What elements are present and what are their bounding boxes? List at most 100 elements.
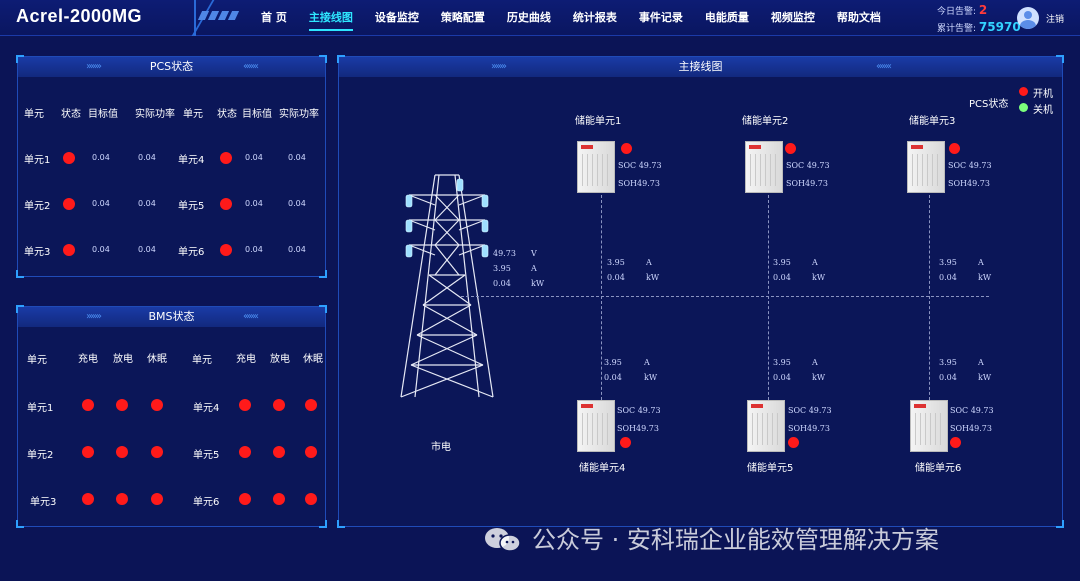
unit-power-unit: kW: [646, 273, 660, 282]
pcs-header-target-2: 目标值: [242, 109, 272, 120]
pcs-header-status: 状态: [61, 109, 81, 120]
bms-row-unit: 单元1: [27, 403, 54, 414]
nav-help[interactable]: 帮助文档: [836, 11, 881, 24]
app-title: Acrel-2000MG: [16, 6, 143, 26]
chevron-right-icon: ›››››››: [86, 311, 102, 322]
grid-current-value: 3.95: [493, 264, 511, 273]
nav-history-curve[interactable]: 历史曲线: [506, 11, 551, 24]
pcs-target-value: 0.04: [245, 153, 263, 162]
storage-unit-name: 储能单元6: [915, 463, 962, 474]
unit-soh: SOH49.73: [617, 424, 659, 433]
nav-video[interactable]: 视频监控: [770, 11, 815, 24]
storage-unit-name: 储能单元3: [909, 116, 956, 127]
bms-discharge-dot: [116, 493, 128, 505]
bms-discharge-dot: [273, 446, 285, 458]
bms-charge-dot: [239, 399, 251, 411]
chevron-left-icon: ‹‹‹‹‹‹‹: [243, 61, 259, 72]
unit-soc: SOC 49.73: [618, 161, 662, 170]
unit-current-value: 3.95: [607, 258, 625, 267]
pcs-header-unit: 单元: [24, 109, 44, 120]
unit-power-unit: kW: [978, 273, 992, 282]
pcs-status-dot: [63, 244, 75, 256]
pcs-header-unit-2: 单元: [183, 109, 203, 120]
today-alarm-count: 2: [978, 3, 988, 17]
bms-discharge-dot: [273, 493, 285, 505]
pcs-panel-title: PCS状态: [149, 60, 194, 73]
grid-power-unit: kW: [531, 279, 545, 288]
bms-row-unit: 单元2: [27, 450, 54, 461]
storage-cabinet-icon[interactable]: [747, 400, 785, 452]
bms-header-sleep: 休眠: [147, 354, 167, 365]
bms-status-panel: ››››››› BMS状态 ‹‹‹‹‹‹‹ 单元 充电 放电 休眠 单元 充电 …: [16, 305, 327, 528]
feeder-line-3: [929, 195, 930, 405]
main-nav: 首 页 主接线图 设备监控 策略配置 历史曲线 统计报表 事件记录 电能质量 视…: [250, 0, 892, 36]
unit-soh: SOH49.73: [950, 424, 992, 433]
storage-cabinet-icon[interactable]: [745, 141, 783, 193]
user-avatar-icon[interactable]: [1017, 7, 1039, 29]
nav-main-wiring[interactable]: 主接线图: [298, 0, 364, 36]
pcs-actual-value: 0.04: [138, 245, 156, 254]
bms-header-discharge-2: 放电: [270, 354, 290, 365]
bms-row-unit: 单元5: [193, 450, 220, 461]
bms-discharge-dot: [273, 399, 285, 411]
unit-current-unit: A: [812, 258, 818, 267]
unit-power-unit: kW: [644, 373, 658, 382]
bms-header-unit: 单元: [27, 355, 47, 366]
pcs-target-value: 0.04: [245, 245, 263, 254]
legend-title: PCS状态: [969, 99, 1009, 110]
unit-current-unit: A: [978, 358, 984, 367]
logout-button[interactable]: 注销: [1046, 15, 1065, 25]
unit-soc: SOC 49.73: [788, 406, 832, 415]
bus-line: [461, 296, 989, 297]
wiring-panel-title: 主接线图: [678, 60, 723, 73]
pcs-row-unit: 单元6: [178, 247, 205, 258]
pcs-header-actual-2: 实际功率: [279, 109, 319, 120]
bms-discharge-dot: [116, 446, 128, 458]
nav-home[interactable]: 首 页: [261, 11, 287, 24]
bms-row-unit: 单元3: [30, 497, 57, 508]
unit-current-value: 3.95: [773, 258, 791, 267]
unit-power-unit: kW: [812, 373, 826, 382]
bms-discharge-dot: [116, 399, 128, 411]
pcs-status-dot: [63, 198, 75, 210]
unit-power-value: 0.04: [939, 373, 957, 382]
nav-device-monitor[interactable]: 设备监控: [374, 11, 419, 24]
nav-reports[interactable]: 统计报表: [572, 11, 617, 24]
pcs-status-dot: [220, 244, 232, 256]
pcs-status-dot: [220, 152, 232, 164]
unit-soh: SOH49.73: [786, 179, 828, 188]
bms-header-discharge: 放电: [113, 354, 133, 365]
legend-off-dot: [1019, 103, 1028, 112]
pcs-header-actual: 实际功率: [135, 109, 175, 120]
bms-sleep-dot: [305, 493, 317, 505]
bms-charge-dot: [82, 399, 94, 411]
bms-header-sleep-2: 休眠: [303, 354, 323, 365]
unit-soh: SOH49.73: [948, 179, 990, 188]
storage-cabinet-icon[interactable]: [910, 400, 948, 452]
storage-cabinet-icon[interactable]: [577, 141, 615, 193]
alarm-summary[interactable]: 今日告警: 2 累计告警: 75970: [937, 3, 1021, 37]
pcs-row-unit: 单元1: [24, 155, 51, 166]
logo-area: Acrel-2000MG: [0, 0, 196, 36]
bms-panel-title: BMS状态: [148, 310, 195, 323]
unit-power-value: 0.04: [773, 373, 791, 382]
nav-power-quality[interactable]: 电能质量: [704, 11, 749, 24]
bms-charge-dot: [82, 446, 94, 458]
pcs-row-unit: 单元3: [24, 247, 51, 258]
bms-header-charge: 充电: [78, 354, 98, 365]
unit-soc: SOC 49.73: [948, 161, 992, 170]
nav-strategy[interactable]: 策略配置: [440, 11, 485, 24]
storage-cabinet-icon[interactable]: [907, 141, 945, 193]
nav-events[interactable]: 事件记录: [638, 11, 683, 24]
pcs-panel-header: ››››››› PCS状态 ‹‹‹‹‹‹‹: [18, 57, 325, 77]
pcs-actual-value: 0.04: [288, 153, 306, 162]
pcs-header-status-2: 状态: [217, 109, 237, 120]
unit-current-value: 3.95: [773, 358, 791, 367]
grid-current-unit: A: [531, 264, 537, 273]
bms-sleep-dot: [151, 446, 163, 458]
unit-current-unit: A: [812, 358, 818, 367]
storage-cabinet-icon[interactable]: [577, 400, 615, 452]
bms-header-charge-2: 充电: [236, 354, 256, 365]
today-alarm-label: 今日告警:: [937, 7, 977, 17]
